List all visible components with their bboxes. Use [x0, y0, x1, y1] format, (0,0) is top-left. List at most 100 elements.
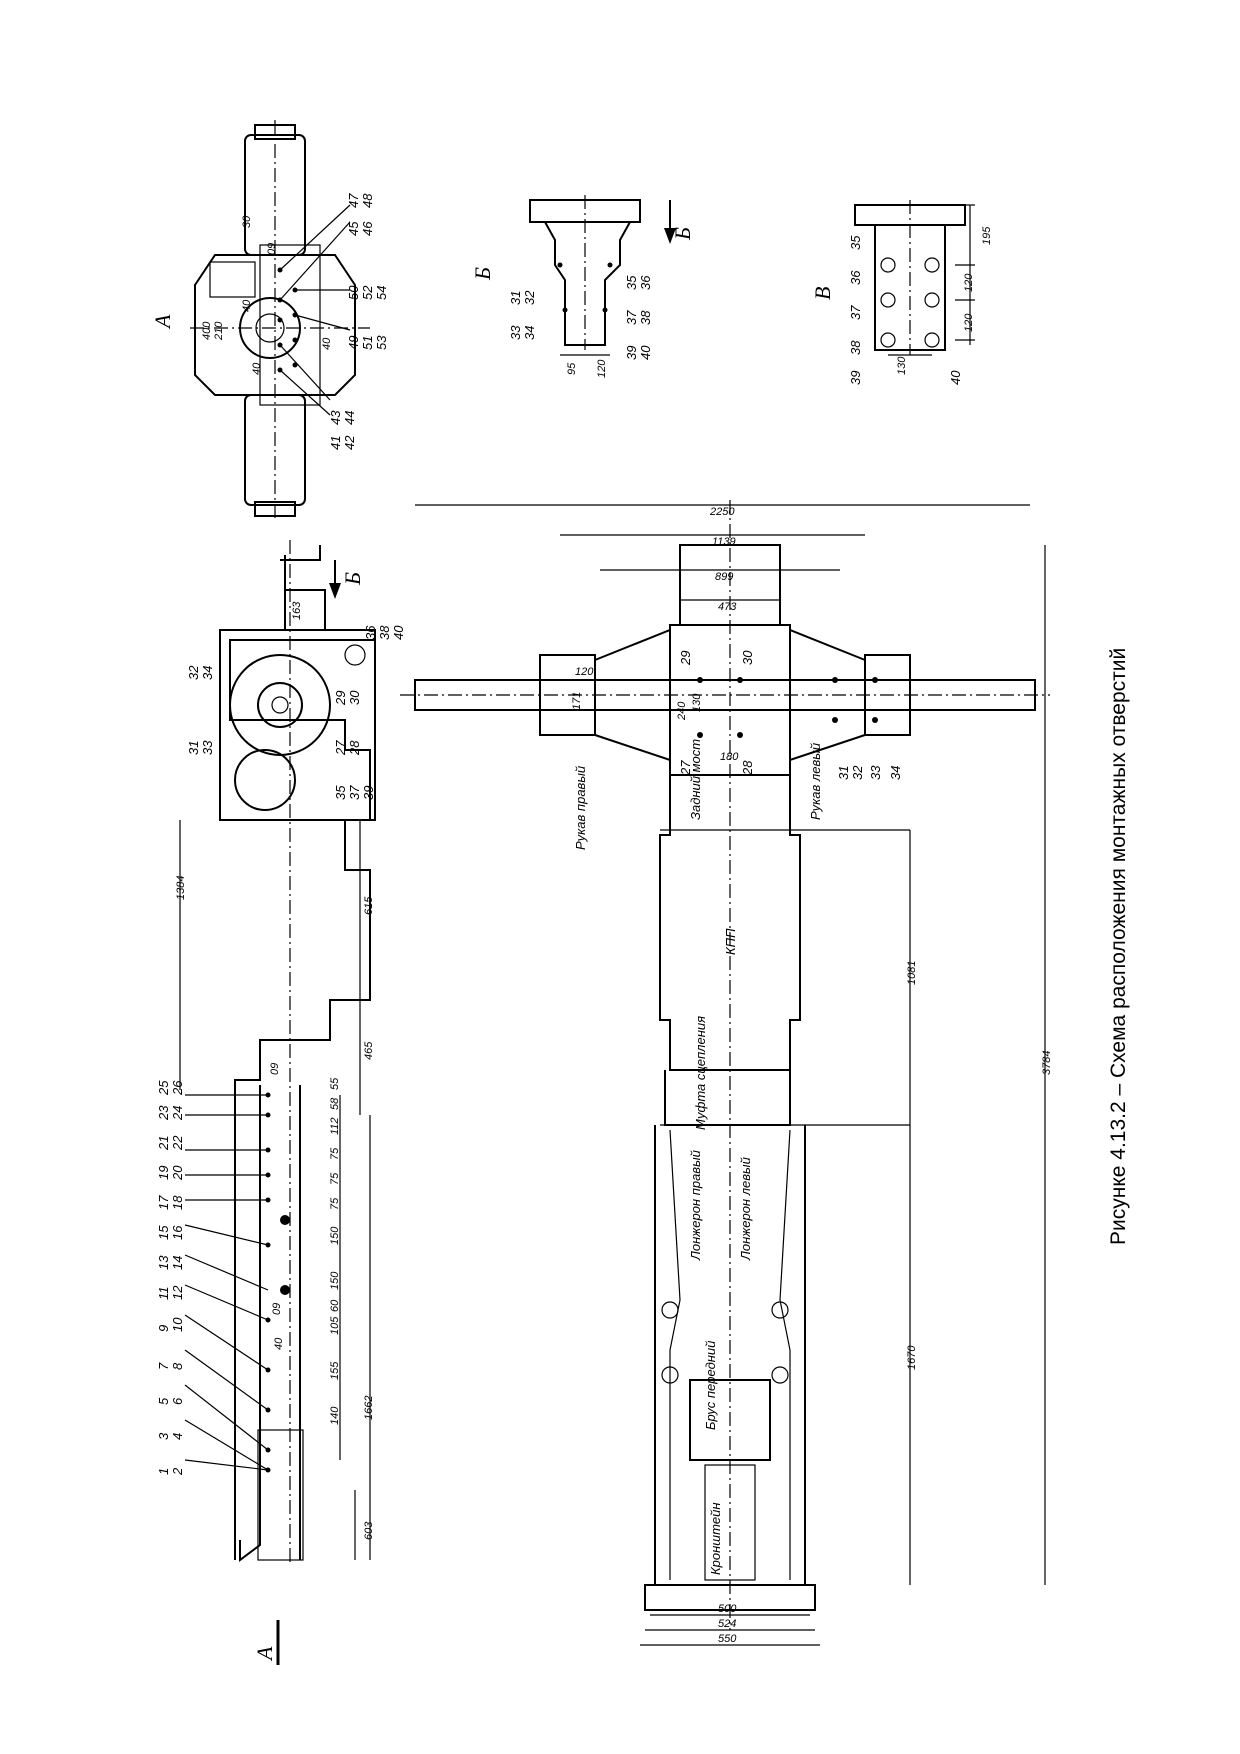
plan-holes: [697, 677, 878, 738]
side-dim-55: 55: [329, 1077, 341, 1090]
view-b-num-35: 35: [624, 275, 639, 290]
view-a-dim-30: 30: [241, 215, 253, 228]
side-num-9: 9: [156, 1325, 171, 1332]
view-a-dim-09: 09: [266, 243, 278, 255]
side-dim-58: 58: [329, 1097, 341, 1110]
side-dim-155: 155: [329, 1361, 341, 1380]
side-num-18: 18: [170, 1195, 185, 1210]
view-b-holes: [557, 262, 613, 313]
view-a-boss: [209, 261, 256, 298]
view-v-num-38: 38: [848, 340, 863, 355]
label-brus: Брус передний: [703, 1341, 718, 1430]
side-axle-29: 29: [333, 691, 348, 706]
view-b-num-39: 39: [624, 346, 639, 360]
side-num-26: 26: [170, 1080, 185, 1096]
view-b-dim-95: 95: [566, 362, 578, 375]
side-dim-140: 140: [329, 1406, 341, 1425]
view-a-num-42: 42: [342, 435, 357, 450]
view-a-num-53: 53: [374, 335, 389, 350]
side-num-2: 2: [170, 1467, 185, 1476]
plan-dim-524: 524: [718, 1618, 736, 1630]
side-dim-09a: 09: [269, 1063, 281, 1075]
plan-dim-500: 500: [718, 1603, 737, 1615]
plan-dim-899: 899: [715, 571, 733, 583]
view-v-num-36: 36: [848, 270, 863, 285]
view-b-num-34: 34: [522, 326, 537, 340]
side-num-23: 23: [156, 1105, 171, 1121]
side-dim-150a: 150: [329, 1226, 341, 1245]
side-num-20: 20: [170, 1165, 185, 1181]
plan-num-27: 27: [678, 760, 693, 776]
view-a-dim-40a: 40: [241, 299, 253, 312]
view-a: А 400 210 40 40 40 09: [150, 120, 389, 520]
side-view-leaders: [184, 1094, 269, 1471]
plan-dim-1081: 1081: [906, 961, 918, 985]
side-num-17: 17: [156, 1195, 171, 1210]
side-view-output: [284, 589, 326, 631]
side-dim-1384: 1384: [175, 876, 187, 900]
side-axle-30: 30: [347, 690, 362, 705]
side-axle-36: 36: [363, 625, 378, 640]
side-num-4: 4: [170, 1433, 185, 1440]
label-kronshtein: Кронштейн: [708, 1502, 723, 1575]
view-a-dim-210: 210: [213, 321, 225, 341]
plan-num-30: 30: [740, 650, 755, 665]
view-v-num-35: 35: [848, 235, 863, 250]
view-v-dim-120b: 120: [963, 313, 975, 332]
plan-clutch: [664, 1070, 791, 1126]
view-a-num-50: 50: [346, 285, 361, 300]
side-axle-28: 28: [347, 740, 362, 756]
view-b-num-32: 32: [522, 290, 537, 305]
side-dim-112: 112: [329, 1117, 341, 1135]
plan-frame-inner: [669, 1129, 791, 1580]
view-v-dim-130: 130: [896, 356, 908, 375]
view-b-num-33: 33: [508, 325, 523, 340]
svg-text:Б: Б: [670, 227, 695, 241]
side-num-1: 1: [156, 1468, 171, 1475]
figure-caption: Рисунке 4.13.2 – Схема расположения монт…: [1107, 648, 1130, 1245]
side-num-6: 6: [170, 1397, 185, 1405]
side-view-frame-top: [239, 1085, 261, 1562]
view-v-holes: [880, 257, 940, 348]
side-view: А: [156, 540, 406, 1665]
side-axle-34: 34: [200, 666, 215, 680]
view-a-housing: [194, 254, 356, 396]
side-view-label: А: [252, 1646, 277, 1662]
side-num-22: 22: [170, 1135, 185, 1151]
plan-dim-473: 473: [718, 601, 737, 613]
plan-num-28: 28: [740, 760, 755, 776]
view-a-num-46: 46: [360, 221, 375, 236]
plan-dim-240: 240: [676, 701, 688, 721]
label-kpp: КПП: [723, 928, 738, 955]
view-a-num-43: 43: [328, 410, 343, 425]
side-dim-603: 603: [363, 1521, 375, 1540]
side-axle-33: 33: [200, 740, 215, 755]
side-axle-31: 31: [186, 741, 201, 755]
view-a-num-54: 54: [374, 286, 389, 300]
label-rukav-pravyi: Рукав правый: [573, 766, 588, 850]
view-v-num-37: 37: [848, 305, 863, 320]
view-a-dim-40c: 40: [321, 337, 333, 350]
plan-frame-bolts: [661, 1301, 789, 1384]
view-v-label: В: [810, 287, 835, 300]
plan-dim-1670: 1670: [906, 1345, 918, 1370]
side-dim-40: 40: [273, 1337, 285, 1350]
view-b-label: Б: [470, 267, 495, 281]
side-axle-35: 35: [333, 785, 348, 800]
label-lonzh-pravyi: Лонжерон правый: [688, 1150, 703, 1261]
side-num-16: 16: [170, 1225, 185, 1240]
view-a-flange: [259, 244, 321, 406]
view-b-num-36: 36: [638, 275, 653, 290]
view-a-num-45: 45: [346, 221, 361, 236]
view-b: Б Б 31 32 33 34 35 36 37 38 39 40 95 120: [470, 195, 695, 378]
side-num-21: 21: [156, 1136, 171, 1151]
view-v: В 195 120 120 130 35 36 37 38 39 40: [810, 200, 993, 385]
view-a-leaders: [279, 204, 351, 416]
view-v-dim-195: 195: [981, 226, 993, 245]
view-a-num-47: 47: [346, 193, 361, 208]
side-num-15: 15: [156, 1225, 171, 1240]
label-lonzh-levyi: Лонжерон левый: [738, 1157, 753, 1261]
plan-num-32: 32: [850, 765, 865, 780]
side-num-8: 8: [170, 1362, 185, 1370]
side-num-5: 5: [156, 1397, 171, 1405]
